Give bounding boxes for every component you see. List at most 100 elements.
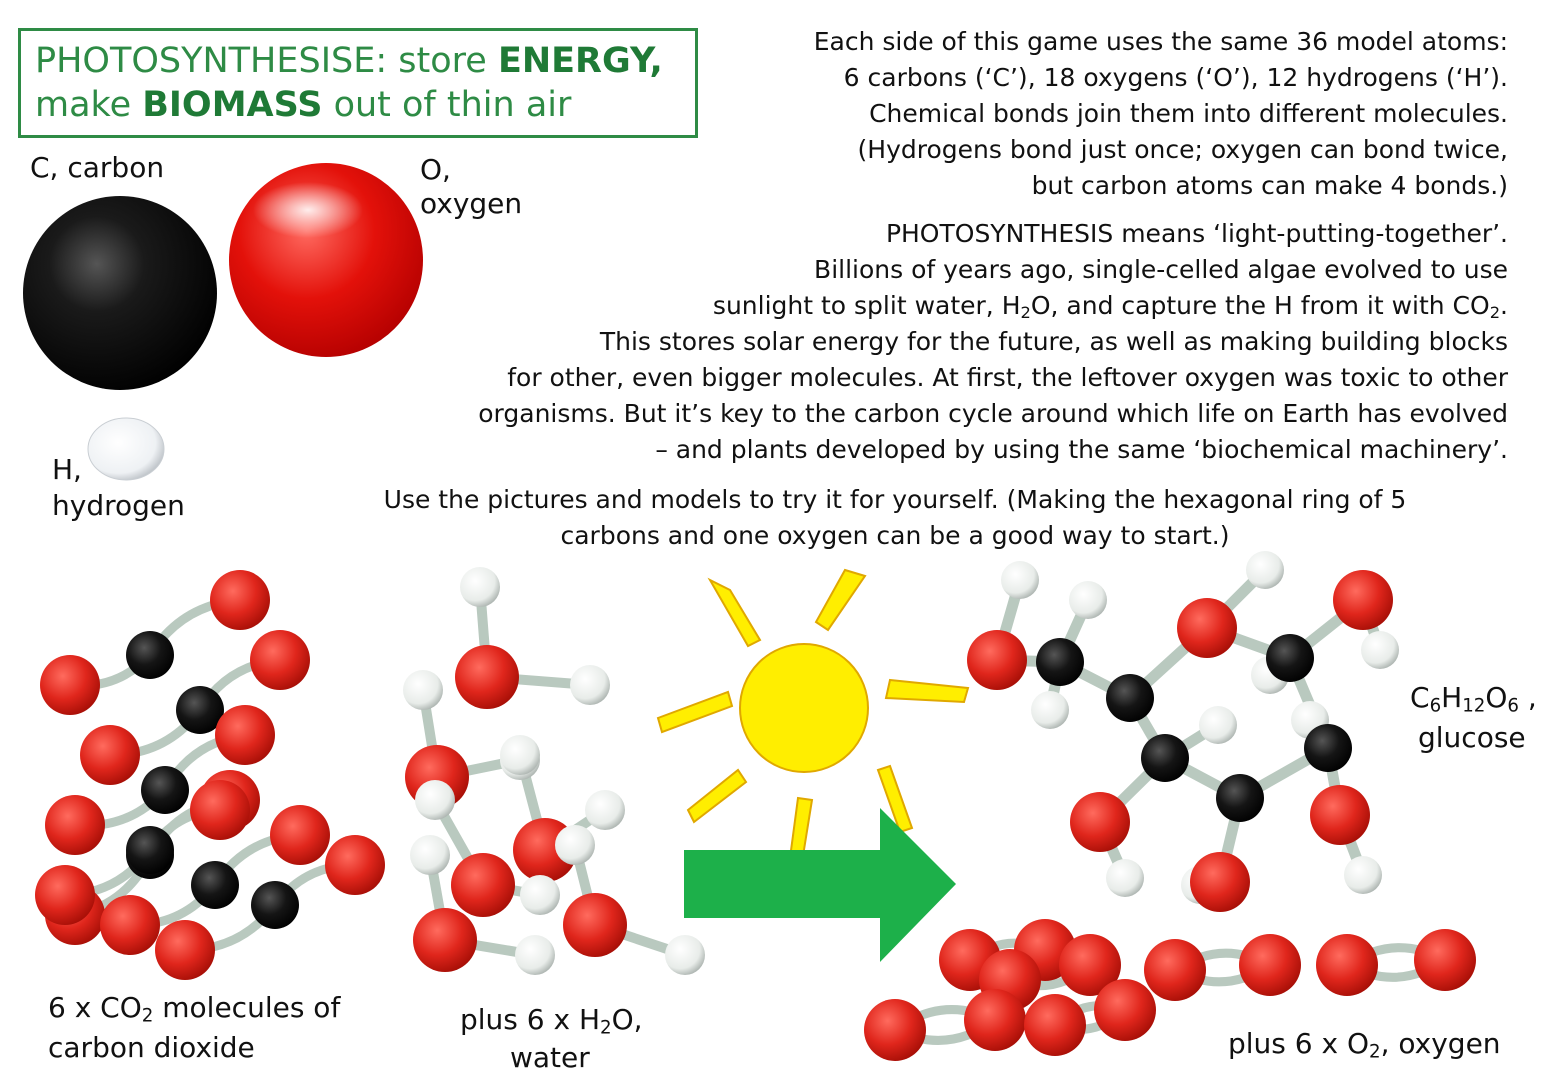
oxygen-atom xyxy=(250,630,310,690)
hydrogen-atom xyxy=(555,825,595,865)
sun-ray xyxy=(884,678,970,704)
hydrogen-atom xyxy=(570,665,610,705)
intro-line: but carbon atoms can make 4 bonds.) xyxy=(1031,171,1508,200)
co2-caption: 6 x CO2 molecules of xyxy=(48,990,340,1026)
photo-line: for other, even bigger molecules. At fir… xyxy=(507,363,1508,392)
glucose-formula: C6H12O6 , xyxy=(1410,680,1537,716)
instruction-paragraph: Use the pictures and models to try it fo… xyxy=(290,482,1500,554)
title-line-2: make BIOMASS out of thin air xyxy=(35,83,681,127)
oxygen-atom xyxy=(1144,939,1206,1001)
instruction-line: Use the pictures and models to try it fo… xyxy=(383,485,1407,514)
oxygen-label-1: O, xyxy=(420,153,451,186)
photo-line: sunlight to split water, H2O, and captur… xyxy=(478,288,1508,324)
photo-line: Billions of years ago, single-celled alg… xyxy=(814,255,1508,284)
subscript: 2 xyxy=(1369,1041,1381,1063)
hydrogen-atom-icon xyxy=(87,417,165,481)
hydrogen-atom xyxy=(1361,631,1399,669)
carbon-atom xyxy=(141,766,189,814)
glucose-label: glucose xyxy=(1418,721,1526,754)
o2-molecules-illustration xyxy=(864,919,1476,1061)
oxygen-atom xyxy=(80,725,140,785)
caption-text: , oxygen xyxy=(1380,1027,1501,1060)
carbon-label: C, carbon xyxy=(30,151,165,184)
carbon-atom xyxy=(1266,634,1314,682)
sun-icon xyxy=(656,568,970,864)
formula-text: , xyxy=(1518,681,1537,714)
title-text: PHOTOSYNTHESISE: store xyxy=(35,41,498,81)
oxygen-atom xyxy=(864,999,926,1061)
oxygen-atom xyxy=(190,780,250,840)
carbon-atom xyxy=(251,881,299,929)
hydrogen-atom xyxy=(585,790,625,830)
caption-text: 6 x CO xyxy=(48,991,142,1024)
instruction-line: carbons and one oxygen can be a good way… xyxy=(560,521,1230,550)
title-text: out of thin air xyxy=(322,85,572,125)
hydrogen-label-2: hydrogen xyxy=(52,489,185,522)
carbon-atom xyxy=(1141,734,1189,782)
oxygen-atom xyxy=(1059,934,1121,996)
formula-text: C xyxy=(1410,681,1430,714)
sun-disc xyxy=(739,643,869,773)
intro-line: Chemical bonds join them into different … xyxy=(869,99,1508,128)
photo-text: . xyxy=(1500,291,1508,320)
subscript: 2 xyxy=(1020,303,1031,323)
intro-line: 6 carbons (‘C’), 18 oxygens (‘O’), 12 hy… xyxy=(843,63,1508,92)
hydrogen-atom xyxy=(1031,691,1069,729)
oxygen-atom xyxy=(1094,979,1156,1041)
oxygen-atom-icon xyxy=(229,163,423,357)
carbon-atom xyxy=(191,861,239,909)
intro-line: (Hydrogens bond just once; oxygen can bo… xyxy=(857,135,1508,164)
hydrogen-atom xyxy=(415,780,455,820)
title-energy: ENERGY, xyxy=(497,41,663,81)
oxygen-atom xyxy=(40,655,100,715)
title-text: make xyxy=(35,85,143,125)
hydrogen-atom xyxy=(410,835,450,875)
oxygen-atom xyxy=(563,893,627,957)
oxygen-atom xyxy=(155,920,215,980)
oxygen-atom xyxy=(413,908,477,972)
carbon-atom xyxy=(1304,724,1352,772)
subscript: 2 xyxy=(141,1005,154,1027)
caption-text: molecules of xyxy=(153,991,341,1024)
formula-text: O xyxy=(1485,681,1508,714)
photosynthesis-paragraph: PHOTOSYNTHESIS means ‘light-putting-toge… xyxy=(478,216,1508,468)
hydrogen-atom xyxy=(1069,581,1107,619)
oxygen-atom xyxy=(1024,994,1086,1056)
hydrogen-atom xyxy=(1199,706,1237,744)
oxygen-atom xyxy=(1190,852,1250,912)
oxygen-atom xyxy=(1239,934,1301,996)
hydrogen-label-1: H, xyxy=(52,453,82,486)
intro-line: Each side of this game uses the same 36 … xyxy=(813,27,1508,56)
carbon-atom xyxy=(1216,774,1264,822)
carbon-atom xyxy=(176,686,224,734)
hydrogen-atom xyxy=(1106,859,1144,897)
carbon-atom xyxy=(1106,674,1154,722)
photo-line: organisms. But it’s key to the carbon cy… xyxy=(478,399,1508,428)
hydrogen-atom xyxy=(403,670,443,710)
co2-molecules-illustration xyxy=(35,570,385,980)
intro-paragraph: Each side of this game uses the same 36 … xyxy=(814,24,1508,204)
photo-text: O, and capture the H from it with CO xyxy=(1030,291,1490,320)
oxygen-label-2: oxygen xyxy=(420,187,523,220)
caption-text: O, xyxy=(611,1003,643,1036)
photo-line: This stores solar energy for the future,… xyxy=(599,327,1508,356)
h2o-molecules-illustration xyxy=(403,567,705,975)
caption-text: plus 6 x O xyxy=(1228,1027,1370,1060)
oxygen-atom xyxy=(35,865,95,925)
caption-text: plus 6 x H xyxy=(460,1003,601,1036)
oxygen-atom xyxy=(1177,598,1237,658)
photo-line: PHOTOSYNTHESIS means ‘light-putting-toge… xyxy=(885,219,1508,248)
sun-ray xyxy=(686,768,748,824)
oxygen-atom xyxy=(967,630,1027,690)
carbon-atom-icon xyxy=(23,196,217,390)
subscript: 6 xyxy=(1507,695,1519,717)
subscript: 12 xyxy=(1462,695,1486,717)
hydrogen-atom xyxy=(500,735,540,775)
hydrogen-atom xyxy=(1246,551,1284,589)
oxygen-atom xyxy=(1310,785,1370,845)
o2-caption: plus 6 x O2, oxygen xyxy=(1228,1026,1501,1062)
oxygen-atom xyxy=(45,795,105,855)
oxygen-atom xyxy=(1333,570,1393,630)
hydrogen-atom xyxy=(520,875,560,915)
carbon-atom xyxy=(126,631,174,679)
